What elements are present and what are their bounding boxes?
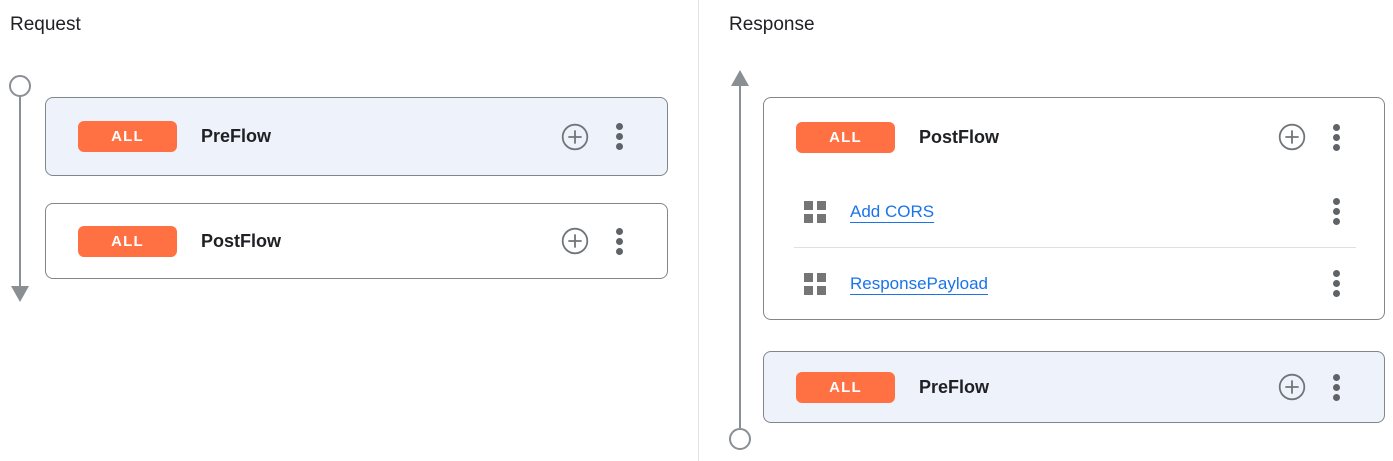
request-timeline-arrow-icon: [9, 75, 31, 302]
card-actions: [561, 227, 623, 255]
more-options-button[interactable]: [1333, 198, 1340, 225]
policy-row-divider: [794, 247, 1356, 248]
add-policy-button[interactable]: [561, 123, 589, 151]
response-preflow-card[interactable]: ALL PreFlow: [763, 351, 1385, 423]
policy-row-add-cors: Add CORS: [764, 176, 1384, 247]
request-preflow-card[interactable]: ALL PreFlow: [45, 97, 668, 176]
add-policy-button[interactable]: [1278, 373, 1306, 401]
kebab-icon: [1333, 198, 1340, 205]
card-actions: [1278, 123, 1340, 151]
row-actions: [1333, 198, 1340, 225]
kebab-icon: [1333, 373, 1340, 381]
policy-icon: [804, 272, 826, 295]
condition-badge: ALL: [78, 225, 177, 257]
flow-name: PostFlow: [919, 126, 999, 147]
more-options-button[interactable]: [1333, 123, 1340, 151]
response-panel-title: Response: [729, 14, 815, 35]
response-postflow-header: ALL PostFlow: [764, 98, 1384, 176]
more-options-button[interactable]: [616, 123, 623, 150]
policy-link-responsepayload[interactable]: ResponsePayload: [850, 273, 988, 293]
kebab-icon: [1333, 270, 1340, 277]
plus-icon: [1278, 123, 1306, 151]
kebab-icon: [616, 123, 623, 130]
row-actions: [1333, 270, 1340, 297]
condition-badge: ALL: [796, 371, 895, 403]
kebab-icon: [1333, 123, 1340, 131]
policy-icon: [804, 200, 826, 223]
policy-link-add-cors[interactable]: Add CORS: [850, 201, 935, 221]
plus-icon: [1278, 373, 1306, 401]
flow-name: PreFlow: [201, 126, 272, 146]
card-actions: [561, 123, 623, 151]
request-postflow-card[interactable]: ALL PostFlow: [45, 203, 668, 279]
card-actions: [1278, 373, 1340, 401]
condition-badge: ALL: [796, 121, 895, 153]
add-policy-button[interactable]: [561, 227, 589, 255]
response-timeline-arrow-icon: [729, 70, 751, 450]
more-options-button[interactable]: [1333, 270, 1340, 297]
policy-row-responsepayload: ResponsePayload: [764, 248, 1384, 319]
panel-divider: [698, 0, 699, 461]
request-panel-title: Request: [10, 14, 81, 35]
condition-badge: ALL: [78, 121, 177, 152]
plus-icon: [561, 123, 589, 150]
more-options-button[interactable]: [1333, 373, 1340, 401]
response-postflow-card[interactable]: ALL PostFlow Add CORS: [763, 97, 1385, 320]
kebab-icon: [616, 227, 623, 235]
flow-name: PreFlow: [919, 376, 990, 397]
add-policy-button[interactable]: [1278, 123, 1306, 151]
flow-name: PostFlow: [201, 230, 281, 251]
more-options-button[interactable]: [616, 227, 623, 255]
plus-icon: [561, 227, 589, 255]
